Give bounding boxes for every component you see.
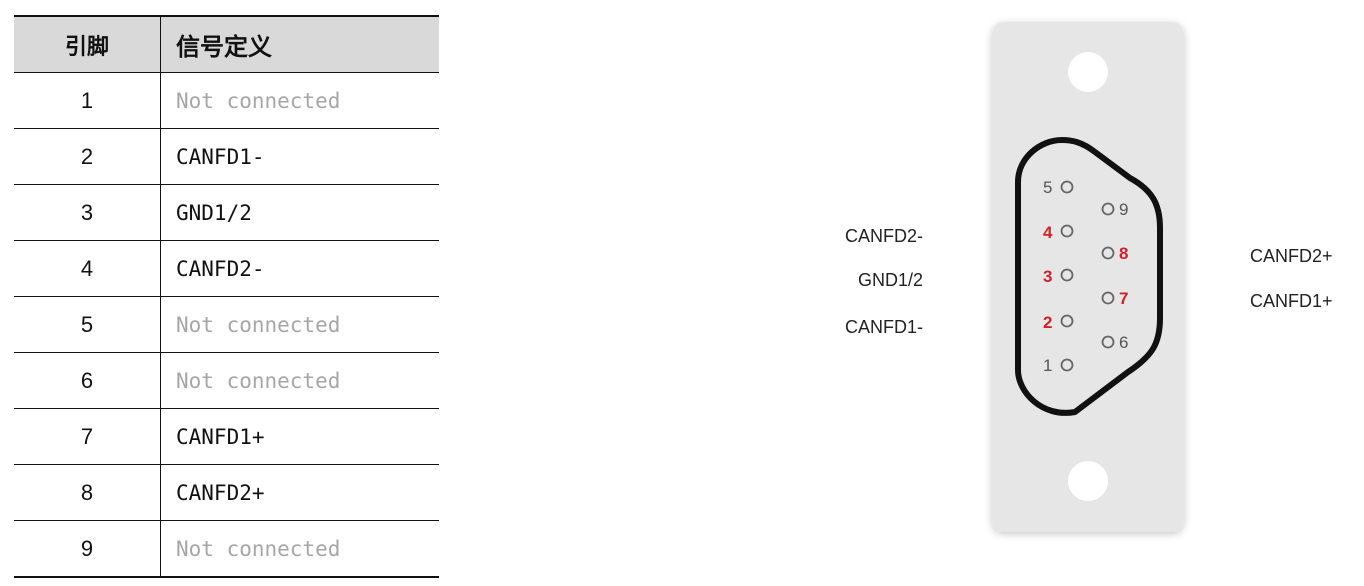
signal-cell: CANFD1+ (160, 408, 439, 465)
pin-7-number: 7 (1119, 289, 1128, 308)
pin-2-number: 2 (1043, 313, 1052, 332)
pin-number-cell: 8 (14, 464, 161, 521)
label-gnd: GND1/2 (858, 270, 923, 290)
header-pin: 引脚 (14, 16, 161, 73)
pin-number-cell: 2 (14, 128, 161, 185)
signal-cell: CANFD2+ (160, 464, 439, 521)
mounting-hole-bottom (1068, 461, 1108, 501)
mounting-hole-top (1068, 52, 1108, 92)
pin-number-cell: 7 (14, 408, 161, 465)
d-sub-shell (1015, 137, 1163, 416)
pin-9-contact (1101, 202, 1115, 216)
pin-number-cell: 1 (14, 72, 161, 129)
signal-cell: Not connected (160, 352, 439, 409)
pin-8-contact (1101, 246, 1115, 260)
pin-number-cell: 9 (80, 535, 94, 561)
signal-cell: CANFD1- (160, 128, 439, 185)
pin-number-cell: 4 (14, 240, 161, 297)
signal-cell: Not connected (160, 520, 439, 577)
pin-4-contact (1060, 224, 1074, 238)
pin-7-contact (1101, 291, 1115, 305)
pin-6-contact (1101, 335, 1115, 349)
table-header-row: 引脚 信号定义 (14, 16, 439, 73)
pin-3-contact (1060, 268, 1074, 282)
pin-number-cell: 3 (14, 184, 161, 241)
pin-8-number: 8 (1119, 244, 1128, 263)
label-canfd2-plus: CANFD2+ (1250, 246, 1333, 266)
pin-number-cell: 6 (14, 352, 161, 409)
pin-6-number: 6 (1119, 333, 1128, 352)
pin-1-number: 1 (1043, 356, 1052, 375)
pin-9-number: 9 (1119, 200, 1128, 219)
pin-number-cell: 5 (14, 296, 161, 353)
pin-3-number: 3 (1043, 267, 1052, 286)
label-canfd1-minus: CANFD1- (845, 317, 923, 337)
signal-cell: Not connected (160, 296, 439, 353)
pin-2-contact (1060, 314, 1074, 328)
table-row: 9 Not connected (14, 520, 439, 577)
pin-4-number: 4 (1043, 223, 1053, 242)
header-signal: 信号定义 (160, 16, 439, 73)
signal-cell: GND1/2 (160, 184, 439, 241)
label-canfd1-plus: CANFD1+ (1250, 291, 1333, 311)
signal-cell: Not connected (160, 72, 439, 129)
signal-cell: CANFD2- (160, 240, 439, 297)
pin-5-number: 5 (1043, 178, 1052, 197)
pin-1-contact (1060, 358, 1074, 372)
label-canfd2-minus: CANFD2- (845, 226, 923, 246)
pin-5-contact (1060, 180, 1074, 194)
